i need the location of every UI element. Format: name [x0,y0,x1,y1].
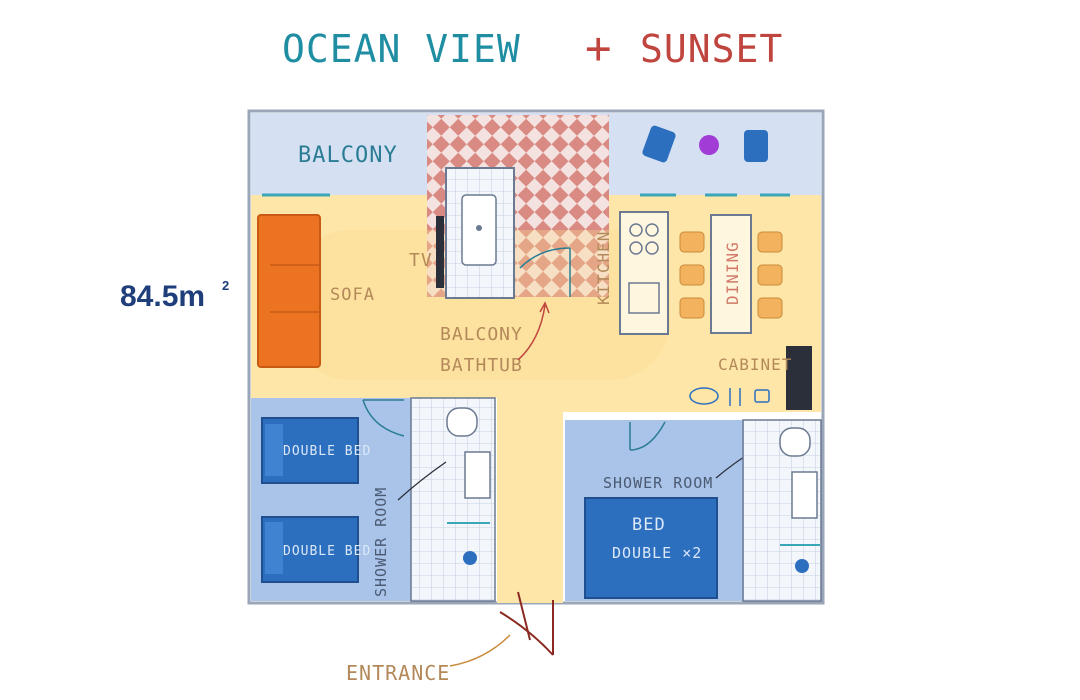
area-value: 84.5m [120,280,205,313]
shower-room-left-label: SHOWER ROOM [372,487,390,597]
balcony-chair-right [744,130,768,162]
sink-right [791,471,818,519]
plan-title-plus: + [585,23,613,74]
dishes-icon [689,387,770,406]
sofa-label: SOFA [330,285,375,305]
right-bedroom-door [629,421,666,451]
bed-right-label-line1: BED [632,515,666,535]
balcony-bathtub-label-line2: BATHTUB [440,355,523,376]
entrance-door [499,591,554,656]
living-area [251,195,821,603]
balcony-door [519,247,571,297]
bed-right-label-line2: DOUBLE ×2 [612,544,702,562]
tv-label: TV [409,250,433,271]
plan-title-ocean-view: OCEAN VIEW [282,27,521,71]
double-bed-2-label: DOUBLE BED [283,544,371,559]
dining-label: DINING [723,241,742,305]
balcony-round-table [699,135,719,155]
shower-room-right-label: SHOWER ROOM [603,474,713,492]
dining-table [710,214,752,334]
bathtub-arrow [517,304,546,361]
kitchen-counter [619,211,669,335]
shower-head-left [463,551,477,565]
shower-left-arrow [397,461,447,501]
cabinet [786,346,812,410]
dining-chairs [679,231,783,319]
cabinet-label: CABINET [718,355,792,374]
entrance-label: ENTRANCE [346,661,450,685]
toilet-right [779,427,811,457]
sink-left [464,451,491,499]
balcony-label: BALCONY [298,143,398,168]
sink-icon [628,282,660,314]
toilet-left [446,407,478,437]
balcony-bathtub-label-line1: BALCONY [440,324,523,345]
double-bed-right [584,497,718,599]
entrance-arrow [449,634,511,667]
kitchen-label: KITCHEN [594,231,613,305]
shower-head-right [795,559,809,573]
plan-title-sunset: SUNSET [640,27,783,71]
left-bedroom-door [362,399,405,437]
balcony-chair-left [642,125,676,163]
area-unit-superscript: 2 [222,278,229,293]
tv-unit [436,216,444,288]
double-bed-1-label: DOUBLE BED [283,444,371,459]
stove-icon [629,223,659,255]
sofa [257,214,321,368]
